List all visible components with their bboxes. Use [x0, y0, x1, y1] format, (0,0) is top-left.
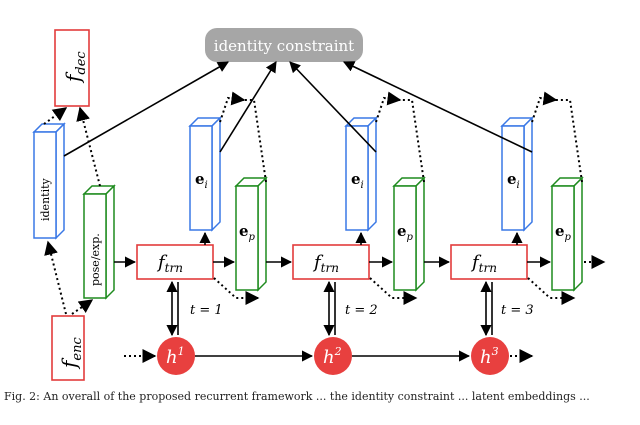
edge — [219, 91, 246, 123]
timestep-2: ei ep ftrn t = 2 h2 — [292, 116, 426, 375]
embedding-identity-label: ei — [351, 170, 364, 191]
embedding-identity-label: ei — [195, 170, 208, 191]
embedding-pose-prism: ep — [234, 176, 268, 292]
encoder-node: fenc — [51, 315, 85, 381]
embedding-pose-label: ep — [239, 222, 256, 243]
figure-caption: Fig. 2: An overall of the proposed recur… — [4, 390, 590, 403]
edge — [369, 277, 418, 305]
hidden-state-node: h1 — [157, 337, 195, 375]
pose-latent-label: pose/exp. — [89, 233, 102, 286]
edge — [342, 61, 533, 153]
edge — [43, 107, 68, 125]
embedding-identity-label: ei — [507, 170, 520, 191]
transition-node: ftrn — [136, 244, 214, 280]
edge — [76, 106, 101, 187]
edges-solid — [63, 61, 552, 362]
edge — [289, 61, 377, 153]
edge — [44, 240, 67, 315]
edge — [556, 99, 583, 183]
edge — [527, 277, 576, 305]
embedding-pose-prism: ep — [392, 176, 426, 292]
embedding-identity-prism: ei — [344, 116, 378, 232]
pose-latent-prism: pose/exp. — [82, 184, 116, 300]
timestep-label: t = 1 — [190, 303, 223, 318]
transition-node: ftrn — [450, 244, 528, 280]
edge — [375, 91, 402, 123]
embedding-pose-prism: ep — [550, 176, 584, 292]
edge — [244, 99, 267, 183]
edge — [71, 299, 94, 315]
hidden-state-node: h2 — [314, 337, 352, 375]
identity-constraint-node: identity constraint — [205, 28, 363, 62]
hidden-state-node: h3 — [471, 337, 509, 375]
edge — [219, 61, 277, 153]
edge — [400, 99, 425, 183]
identity-latent-label: identity — [39, 177, 52, 221]
embedding-pose-label: ep — [555, 222, 572, 243]
edge — [531, 91, 558, 123]
identity-latent-prism: identity — [32, 122, 66, 240]
timestep-label: t = 2 — [345, 303, 378, 318]
embedding-identity-prism: ei — [500, 116, 534, 232]
transition-node: ftrn — [292, 244, 370, 280]
timestep-3: ei ep ftrn t = 3 h3 — [450, 116, 584, 375]
timestep-label: t = 3 — [501, 303, 534, 318]
edges-dotted — [43, 91, 606, 363]
decoder-node: fdec — [54, 29, 90, 107]
timestep-1: ei ep ftrn t = 1 h1 — [136, 116, 268, 375]
hidden-state-label: h3 — [480, 345, 499, 368]
encoder-label: fenc — [57, 337, 85, 370]
edge — [63, 61, 229, 157]
embedding-identity-prism: ei — [188, 116, 222, 232]
hidden-state-label: h1 — [166, 345, 185, 368]
hidden-state-label: h2 — [323, 345, 342, 368]
embedding-pose-label: ep — [397, 222, 414, 243]
identity-constraint-label: identity constraint — [214, 37, 354, 55]
